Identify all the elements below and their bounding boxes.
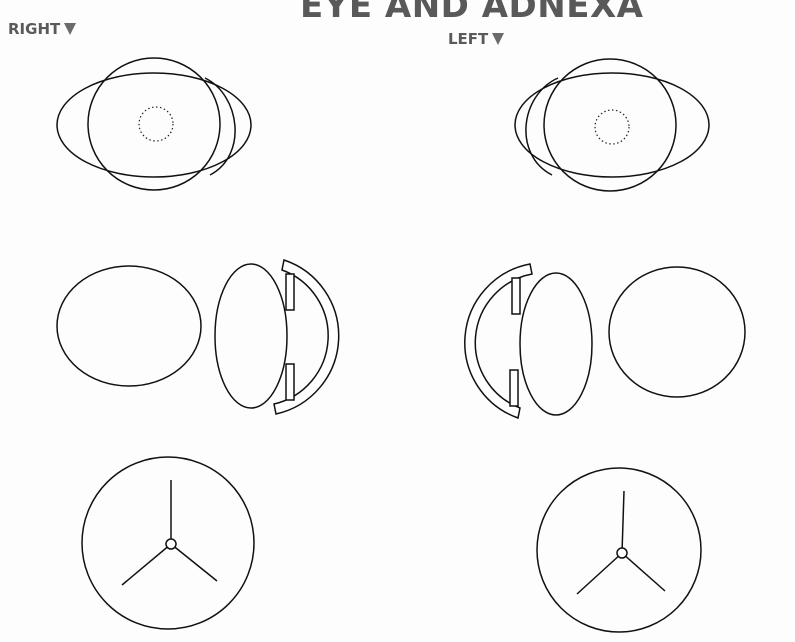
left-iris-tab-bottom [510,370,518,406]
right-eye-front-view [57,58,251,190]
right-fundus-line-lower-left [122,544,171,585]
left-iris [544,59,676,191]
left-fundus-line-up [622,491,624,553]
right-iris-tab-top [286,274,294,310]
right-fundus-line-lower-right [171,544,217,581]
left-fundus-line-lower-left [577,553,622,594]
right-globe [57,266,201,386]
left-globe [609,267,745,397]
right-eye-outline [57,73,251,177]
right-lens [215,264,287,408]
left-eye-fundus-view [537,468,701,632]
right-eye-side-view [57,260,339,414]
right-eye-fundus-view [82,457,254,629]
left-lens [520,273,592,415]
right-optic-disc [166,539,176,549]
left-eye-side-view [465,264,745,418]
left-iris-tab-top [512,278,520,314]
right-cornea [274,260,339,414]
left-eye-front-view [515,59,709,191]
right-pupil [139,107,173,141]
left-pupil [595,110,629,144]
left-fundus-line-lower-right [622,553,665,591]
left-cornea [465,264,532,418]
right-iris [88,58,220,190]
left-optic-disc [617,548,627,558]
right-iris-tab-bottom [286,364,294,400]
